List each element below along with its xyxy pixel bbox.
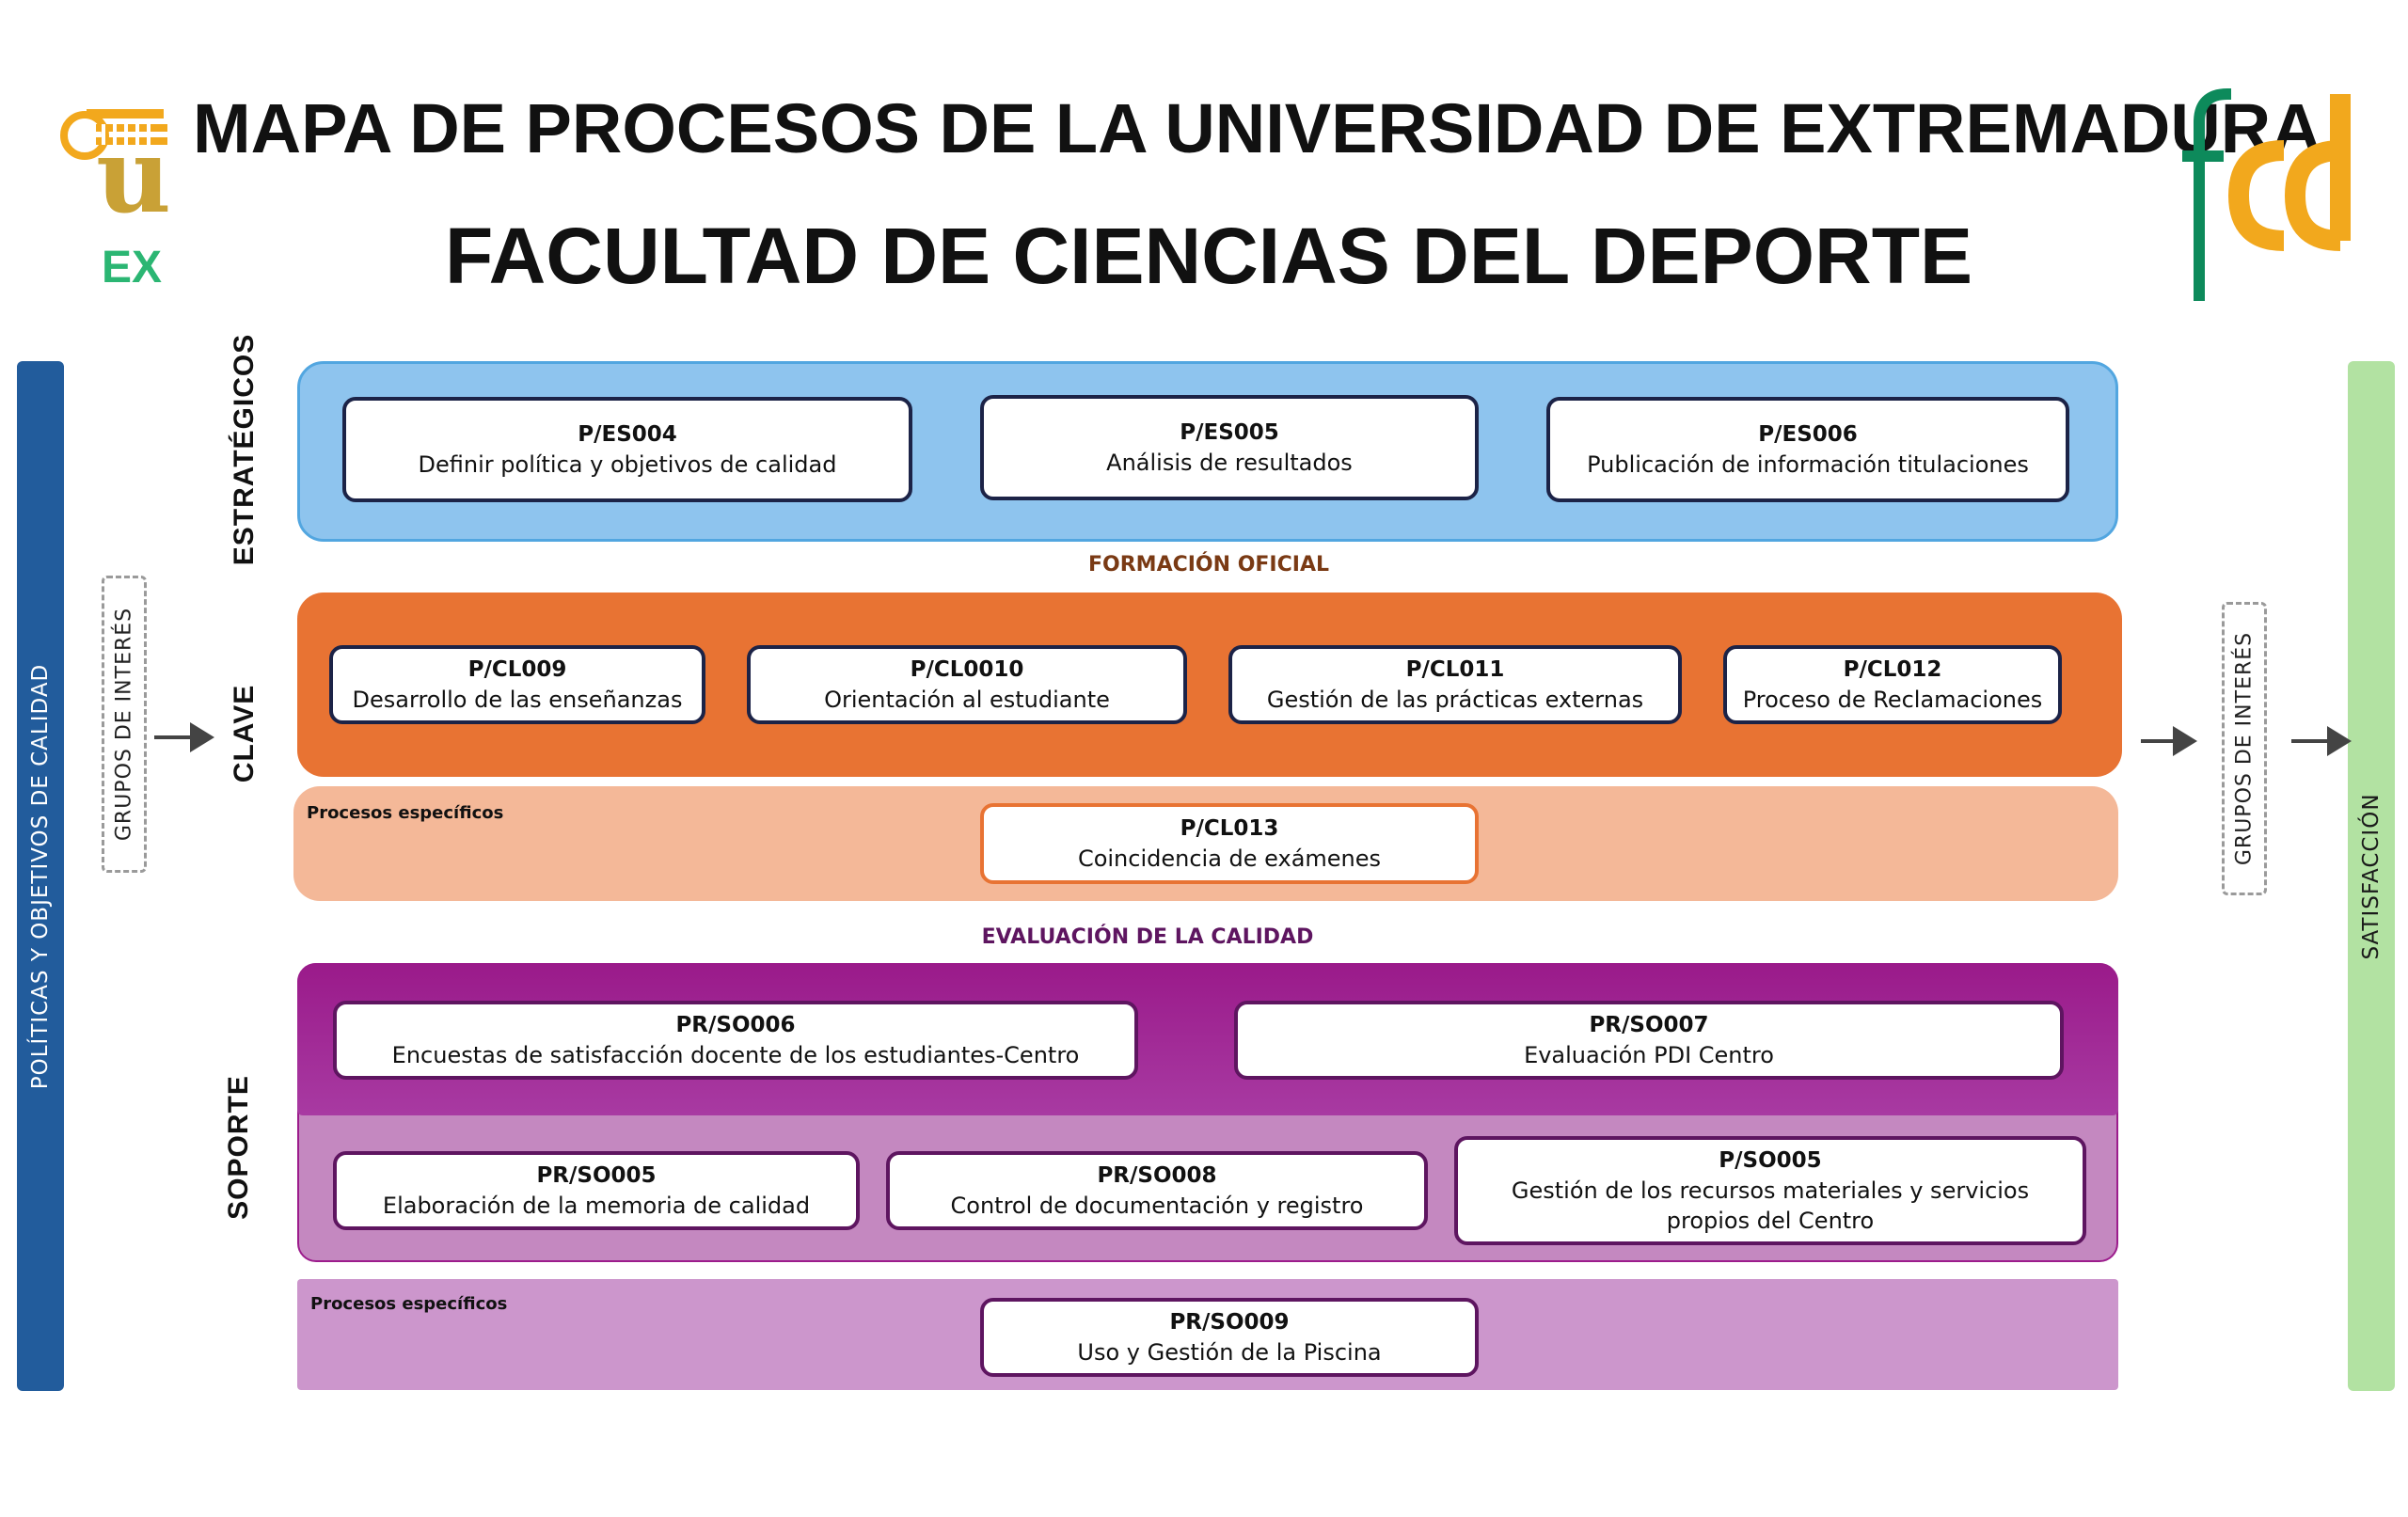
process-pr-so005[interactable]: PR/SO005 Elaboración de la memoria de ca…: [333, 1151, 860, 1230]
process-code: P/ES005: [1180, 420, 1279, 445]
process-p-cl013[interactable]: P/CL013 Coincidencia de exámenes: [980, 803, 1479, 884]
uex-logo: u EX: [58, 103, 181, 292]
estrategicos-category: ESTRATÉGICOS: [226, 334, 263, 565]
process-p-es005[interactable]: P/ES005 Análisis de resultados: [980, 395, 1479, 500]
arrow-left-head: [190, 722, 214, 752]
page-title: MAPA DE PROCESOS DE LA UNIVERSIDAD DE EX…: [193, 89, 2321, 167]
process-code: PR/SO008: [1097, 1163, 1217, 1188]
process-pr-so006[interactable]: PR/SO006 Encuestas de satisfacción docen…: [333, 1001, 1138, 1080]
process-code: P/CL013: [1180, 816, 1279, 841]
left-sidebar: POLÍTICAS Y OBJETIVOS DE CALIDAD: [17, 361, 64, 1391]
process-code: P/CL009: [467, 657, 567, 682]
process-pr-so007[interactable]: PR/SO007 Evaluación PDI Centro: [1234, 1001, 2064, 1080]
process-code: PR/SO005: [536, 1163, 657, 1188]
grupos-interes-right-label: GRUPOS DE INTERÉS: [2232, 631, 2257, 866]
grupos-interes-right: GRUPOS DE INTERÉS: [2222, 602, 2267, 895]
clave-label: CLAVE: [229, 684, 260, 783]
process-name: Orientación al estudiante: [824, 687, 1110, 713]
process-p-cl011[interactable]: P/CL011 Gestión de las prácticas externa…: [1228, 645, 1682, 724]
fcd-logo-icon: [2182, 88, 2351, 301]
right-sidebar-label: SATISFACCIÓN: [2359, 792, 2384, 960]
arrow-left-line: [154, 735, 192, 739]
process-name: Definir política y objetivos de calidad: [418, 451, 837, 478]
process-name: Análisis de resultados: [1106, 450, 1353, 476]
process-p-so005[interactable]: P/SO005 Gestión de los recursos material…: [1454, 1136, 2086, 1245]
grupos-interes-left-label: GRUPOS DE INTERÉS: [112, 607, 136, 842]
formacion-oficial-heading: FORMACIÓN OFICIAL: [1088, 553, 1329, 577]
process-p-es006[interactable]: P/ES006 Publicación de información titul…: [1546, 397, 2069, 502]
page-subtitle: FACULTAD DE CIENCIAS DEL DEPORTE: [444, 212, 1973, 300]
soporte-label: SOPORTE: [223, 1075, 254, 1220]
process-code: PR/SO009: [1169, 1310, 1290, 1335]
fcd-logo: [2173, 85, 2361, 310]
process-pr-so009[interactable]: PR/SO009 Uso y Gestión de la Piscina: [980, 1298, 1479, 1377]
evaluacion-calidad-heading: EVALUACIÓN DE LA CALIDAD: [981, 925, 1314, 949]
uex-logo-letters-ex: EX: [102, 243, 163, 292]
process-name: Elaboración de la memoria de calidad: [382, 1193, 811, 1219]
arrow-right2-line: [2291, 739, 2329, 743]
process-code: P/ES006: [1758, 422, 1858, 447]
process-name: Control de documentación y registro: [950, 1193, 1364, 1219]
process-name: Gestión de los recursos materiales y ser…: [1511, 1177, 2030, 1234]
process-code: P/ES004: [578, 422, 677, 447]
clave-category: CLAVE: [226, 677, 263, 790]
estrategicos-label: ESTRATÉGICOS: [229, 333, 260, 566]
uex-logo-letter-u: u: [96, 115, 171, 236]
clave-specific-label: Procesos específicos: [307, 803, 504, 823]
process-code: P/SO005: [1719, 1148, 1822, 1173]
process-code: P/CL011: [1405, 657, 1505, 682]
arrow-right2-head: [2327, 726, 2352, 756]
process-p-es004[interactable]: P/ES004 Definir política y objetivos de …: [342, 397, 912, 502]
soporte-category: SOPORTE: [220, 1072, 258, 1223]
process-name: Evaluación PDI Centro: [1524, 1042, 1774, 1068]
arrow-right1-head: [2173, 726, 2197, 756]
left-sidebar-label: POLÍTICAS Y OBJETIVOS DE CALIDAD: [28, 663, 53, 1089]
process-name: Encuestas de satisfacción docente de los…: [391, 1042, 1080, 1068]
process-code: PR/SO007: [1589, 1013, 1709, 1037]
process-code: P/CL0010: [910, 657, 1024, 682]
uex-column-logo-icon: [60, 109, 167, 160]
process-name: Uso y Gestión de la Piscina: [1077, 1339, 1382, 1366]
process-p-cl009[interactable]: P/CL009 Desarrollo de las enseñanzas: [329, 645, 705, 724]
right-sidebar: SATISFACCIÓN: [2348, 361, 2395, 1391]
process-code: P/CL012: [1843, 657, 1942, 682]
process-name: Proceso de Reclamaciones: [1742, 687, 2043, 713]
grupos-interes-left: GRUPOS DE INTERÉS: [102, 576, 147, 873]
arrow-right1-line: [2141, 739, 2177, 743]
process-p-cl012[interactable]: P/CL012 Proceso de Reclamaciones: [1723, 645, 2062, 724]
process-name: Desarrollo de las enseñanzas: [352, 687, 683, 713]
process-code: PR/SO006: [675, 1013, 796, 1037]
soporte-specific-label: Procesos específicos: [310, 1294, 508, 1314]
process-p-cl0010[interactable]: P/CL0010 Orientación al estudiante: [747, 645, 1187, 724]
process-name: Coincidencia de exámenes: [1077, 845, 1382, 872]
process-pr-so008[interactable]: PR/SO008 Control de documentación y regi…: [886, 1151, 1428, 1230]
process-name: Gestión de las prácticas externas: [1266, 687, 1644, 713]
process-name: Publicación de información titulaciones: [1587, 451, 2029, 478]
